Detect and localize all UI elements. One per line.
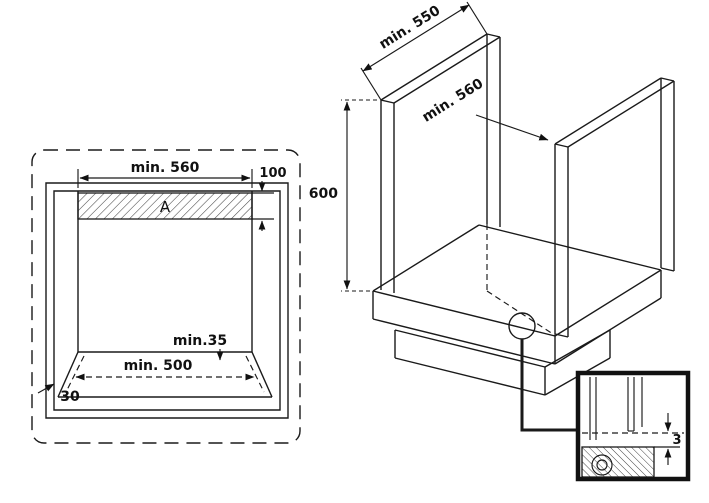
dim-gap-3: 3	[664, 413, 682, 465]
connector-line	[520, 339, 577, 432]
hatched-area	[77, 192, 253, 220]
dim-top-width: min. 560	[77, 160, 253, 188]
detail-view: 3	[575, 370, 691, 482]
detail-section-lines	[581, 377, 684, 478]
area-a-label: A	[160, 198, 171, 216]
dim-600-label: 600	[309, 186, 338, 202]
dim-height-600: 600	[309, 99, 377, 292]
dim-min560-iso-label: min. 560	[419, 75, 486, 125]
dim-side-offset: 30	[37, 383, 80, 405]
wood-grain	[596, 459, 608, 471]
dim-bottom-clearance: min.35	[173, 333, 227, 361]
dim-30-label: 30	[60, 389, 80, 405]
wood-grain	[591, 454, 613, 476]
dim-min35-label: min.35	[173, 333, 227, 349]
dim-width-min560: min. 560	[419, 75, 549, 141]
dim-min560-front-label: min. 560	[131, 160, 200, 176]
iso-cabinet-lines	[372, 33, 675, 396]
dim-gap-3-label: 3	[672, 433, 681, 448]
dim-strip-height: 100	[252, 166, 287, 231]
front-view: A min. 560 100 min.35 min. 500	[31, 149, 301, 444]
dim-100-label: 100	[259, 166, 286, 181]
dim-bottom-width: min. 500	[75, 358, 255, 381]
dashed-frame	[31, 149, 301, 444]
panel-cross-section	[581, 446, 655, 478]
dim-min500-label: min. 500	[124, 358, 193, 374]
iso-view: 600 min. 550 min. 560	[309, 1, 675, 432]
